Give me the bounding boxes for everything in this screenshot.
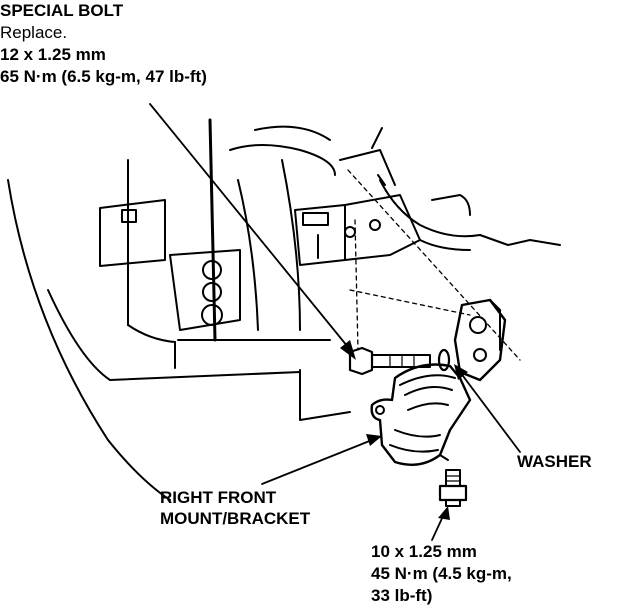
- lower-bolt-torque-line1: 45 N·m (4.5 kg-m,: [371, 564, 512, 583]
- mount-label-line1: RIGHT FRONT: [160, 488, 277, 507]
- leader-lines: [149, 103, 521, 541]
- frame-outline: [7, 118, 351, 501]
- special-bolt-size: 12 x 1.25 mm: [0, 45, 106, 64]
- mount-leader: [261, 439, 373, 485]
- lower-bolt-callout: 10 x 1.25 mm 45 N·m (4.5 kg-m, 33 lb-ft): [371, 541, 512, 607]
- special-bolt-note: Replace.: [0, 23, 68, 42]
- special-bolt-torque: 65 N·m (6.5 kg-m, 47 lb-ft): [0, 67, 207, 86]
- washer-label: WASHER: [517, 452, 592, 471]
- washer-leader: [459, 371, 521, 453]
- lower-bolt-arrowhead: [438, 506, 450, 520]
- mount-label-line2: MOUNT/BRACKET: [160, 509, 311, 528]
- engine-bracket: [294, 127, 561, 266]
- washer-ring: [437, 348, 451, 372]
- mount-bracket-label: RIGHT FRONT MOUNT/BRACKET: [160, 487, 310, 529]
- upper-mount-flange: [453, 298, 507, 382]
- special-bolt-arrowhead: [340, 340, 356, 360]
- lower-bolt-size: 10 x 1.25 mm: [371, 542, 477, 561]
- side-member: [99, 159, 301, 331]
- mount-arrowhead: [366, 434, 382, 446]
- special-bolt-title: SPECIAL BOLT: [0, 1, 124, 20]
- lower-bolt: [438, 469, 468, 507]
- mount-body: [370, 363, 472, 466]
- special-bolt-leader: [149, 103, 353, 353]
- lower-bolt-torque-line2: 33 lb-ft): [371, 586, 433, 605]
- special-bolt: [348, 346, 451, 376]
- special-bolt-callout: SPECIAL BOLT Replace. 12 x 1.25 mm 65 N·…: [0, 0, 640, 88]
- alignment-dashes: [347, 169, 521, 361]
